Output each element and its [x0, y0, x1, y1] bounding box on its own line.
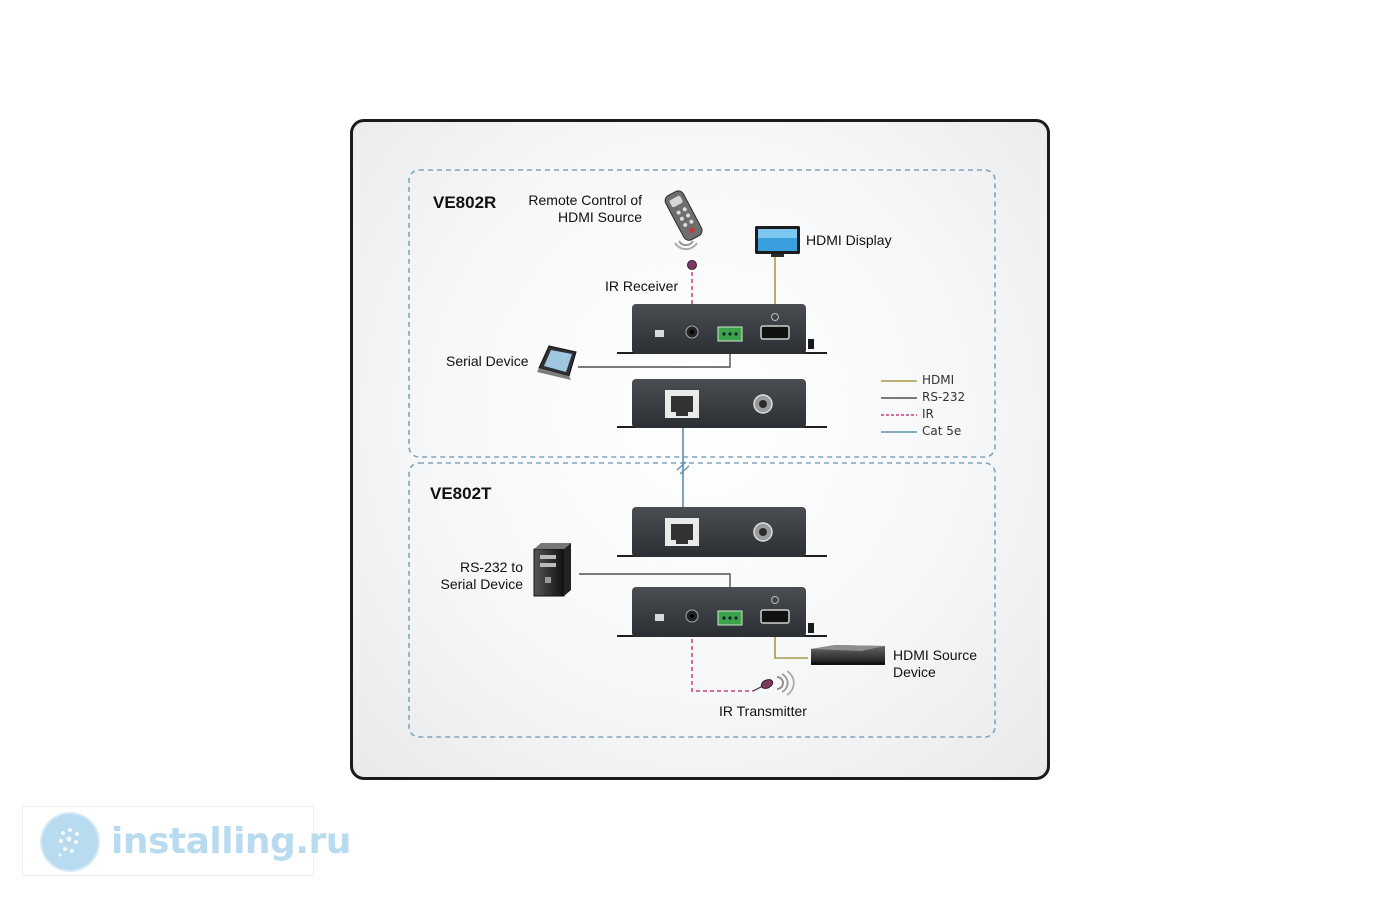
ve802r-title: VE802R	[433, 193, 497, 212]
legend-lines	[881, 380, 917, 433]
cat5e-break-mark-1	[676, 461, 687, 471]
rs232-serial-device-label: RS-232 to Serial Device	[440, 559, 523, 592]
diagram-frame: VE802R VE802T Remote Control of HDMI Sou…	[350, 119, 1050, 780]
ir-receiver-label: IR Receiver	[605, 278, 679, 294]
hdmi-display-icon	[755, 226, 800, 257]
watermark: installing.ru	[22, 806, 351, 876]
ve802r-zone	[408, 169, 996, 458]
ve802r-rear-panel	[617, 379, 827, 428]
ve802t-zone	[408, 462, 996, 738]
ir-transmitter-icon	[752, 670, 795, 696]
hdmi-source-device-label: HDMI Source Device	[893, 647, 978, 680]
legend-label-cat5e: Cat 5e	[922, 424, 962, 438]
ve802t-front-panel	[617, 587, 827, 637]
legend-label-rs232: RS-232	[922, 390, 966, 404]
connection-diagram	[408, 169, 996, 738]
serial-device-icon	[537, 345, 577, 380]
remote-control-icon	[664, 190, 703, 241]
hdmi-display-label: HDMI Display	[806, 232, 892, 248]
legend-label-hdmi: HDMI	[922, 373, 955, 387]
remote-control-label: Remote Control of HDMI Source	[528, 192, 642, 225]
ir-signal-waves-icon	[674, 240, 698, 250]
ir-transmitter-cable	[691, 632, 753, 692]
hdmi-source-device-icon	[811, 645, 885, 665]
ve802t-rear-panel	[617, 507, 827, 557]
ir-transmitter-label: IR Transmitter	[719, 703, 807, 719]
cat5e-break-mark-2	[679, 465, 690, 475]
serial-device-label: Serial Device	[446, 353, 529, 369]
hdmi-cable-source	[774, 632, 808, 659]
ir-receiver-sensor-icon	[687, 260, 697, 270]
rs232-pc-tower-icon	[533, 543, 571, 597]
watermark-text: installing.ru	[111, 821, 351, 862]
ve802r-front-panel	[617, 304, 827, 354]
installing-logo-icon	[40, 812, 100, 872]
legend-label-ir: IR	[922, 407, 934, 421]
rs232-cable-pc	[579, 573, 731, 590]
ve802t-title: VE802T	[430, 484, 492, 503]
